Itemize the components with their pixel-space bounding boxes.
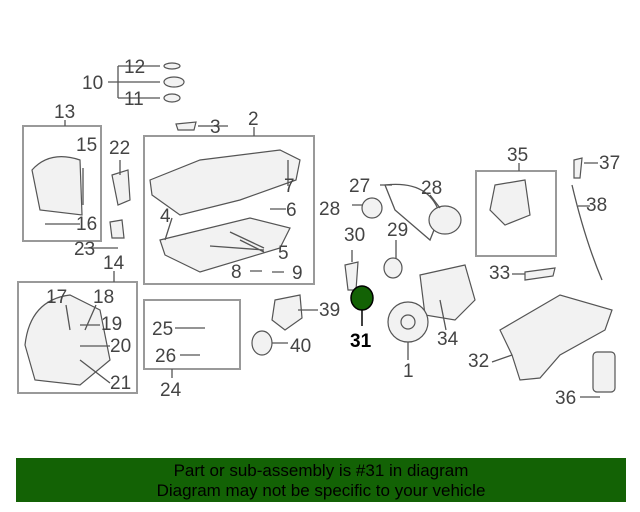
label-20[interactable]: 20 — [110, 336, 131, 357]
label-4[interactable]: 4 — [160, 206, 171, 227]
banner-line-part: Part or sub-assembly is #31 in diagram — [173, 461, 469, 480]
label-11[interactable]: 11 — [124, 89, 144, 110]
cap-parts-10-12 — [108, 62, 185, 103]
label-25[interactable]: 25 — [152, 319, 173, 340]
label-40[interactable]: 40 — [290, 336, 311, 357]
banner-line-disclaimer: Diagram may not be specific to your vehi… — [156, 481, 486, 500]
label-10[interactable]: 10 — [82, 73, 103, 94]
label-8[interactable]: 8 — [231, 262, 242, 283]
label-1[interactable]: 1 — [403, 361, 414, 382]
label-6[interactable]: 6 — [286, 200, 297, 221]
part-37 — [573, 157, 583, 179]
label-2[interactable]: 2 — [248, 109, 259, 130]
info-banner: Part or sub-assembly is #31 in diagram D… — [16, 458, 626, 502]
part-valve-cover — [149, 149, 301, 216]
part-39 — [271, 294, 303, 331]
part-cover-13 — [31, 156, 83, 216]
label-7[interactable]: 7 — [284, 176, 295, 197]
label-27[interactable]: 27 — [349, 176, 370, 197]
label-5[interactable]: 5 — [278, 243, 289, 264]
label-17[interactable]: 17 — [46, 287, 67, 308]
label-36[interactable]: 36 — [555, 388, 576, 409]
part-29 — [383, 257, 403, 279]
part-35 — [489, 179, 531, 226]
label-21[interactable]: 21 — [110, 373, 131, 394]
label-29[interactable]: 29 — [387, 220, 408, 241]
part-30 — [344, 261, 359, 291]
label-3[interactable]: 3 — [210, 117, 221, 138]
label-35[interactable]: 35 — [507, 145, 528, 166]
label-22[interactable]: 22 — [109, 138, 130, 159]
group-box-14 — [17, 281, 138, 394]
part-27-belt — [384, 183, 441, 242]
label-16[interactable]: 16 — [76, 214, 97, 235]
group-box-2 — [143, 135, 315, 285]
label-34[interactable]: 34 — [437, 329, 459, 350]
label-33[interactable]: 33 — [489, 263, 510, 284]
part-28-sprocket — [361, 197, 383, 219]
label-30[interactable]: 30 — [344, 225, 365, 246]
part-31-highlighted[interactable] — [350, 285, 374, 311]
part-36-oil-filter — [592, 351, 616, 393]
label-9[interactable]: 9 — [292, 263, 303, 284]
label-19[interactable]: 19 — [101, 314, 122, 335]
label-24[interactable]: 24 — [160, 380, 182, 401]
label-28-left[interactable]: 28 — [319, 199, 340, 220]
part-cover-14 — [24, 294, 111, 386]
part-40 — [251, 330, 273, 356]
label-31-highlighted[interactable]: 31 — [350, 331, 372, 352]
label-12[interactable]: 12 — [124, 57, 145, 78]
label-14[interactable]: 14 — [103, 253, 125, 274]
label-37[interactable]: 37 — [599, 153, 620, 174]
label-39[interactable]: 39 — [319, 300, 340, 321]
part-labels: 12 10 11 13 3 2 15 22 7 6 16 4 5 23 8 9 … — [46, 57, 620, 409]
label-38[interactable]: 38 — [586, 195, 607, 216]
part-38-dipstick — [571, 184, 603, 281]
label-18[interactable]: 18 — [93, 287, 114, 308]
label-13[interactable]: 13 — [54, 102, 75, 123]
part-gasket-4 — [159, 217, 291, 273]
part-32-oil-pan — [499, 294, 613, 381]
label-26[interactable]: 26 — [155, 346, 176, 367]
group-box-24 — [143, 299, 241, 370]
label-32[interactable]: 32 — [468, 351, 489, 372]
part-3 — [175, 121, 197, 131]
label-15[interactable]: 15 — [76, 135, 97, 156]
part-33 — [524, 267, 556, 281]
part-28-tensioner — [428, 205, 462, 235]
part-23 — [109, 219, 125, 239]
part-22 — [111, 169, 131, 206]
part-34-oil-pump — [419, 264, 476, 321]
label-23[interactable]: 23 — [74, 239, 95, 260]
label-28-right[interactable]: 28 — [421, 178, 442, 199]
group-box-13 — [22, 125, 102, 242]
group-box-35 — [475, 170, 557, 257]
